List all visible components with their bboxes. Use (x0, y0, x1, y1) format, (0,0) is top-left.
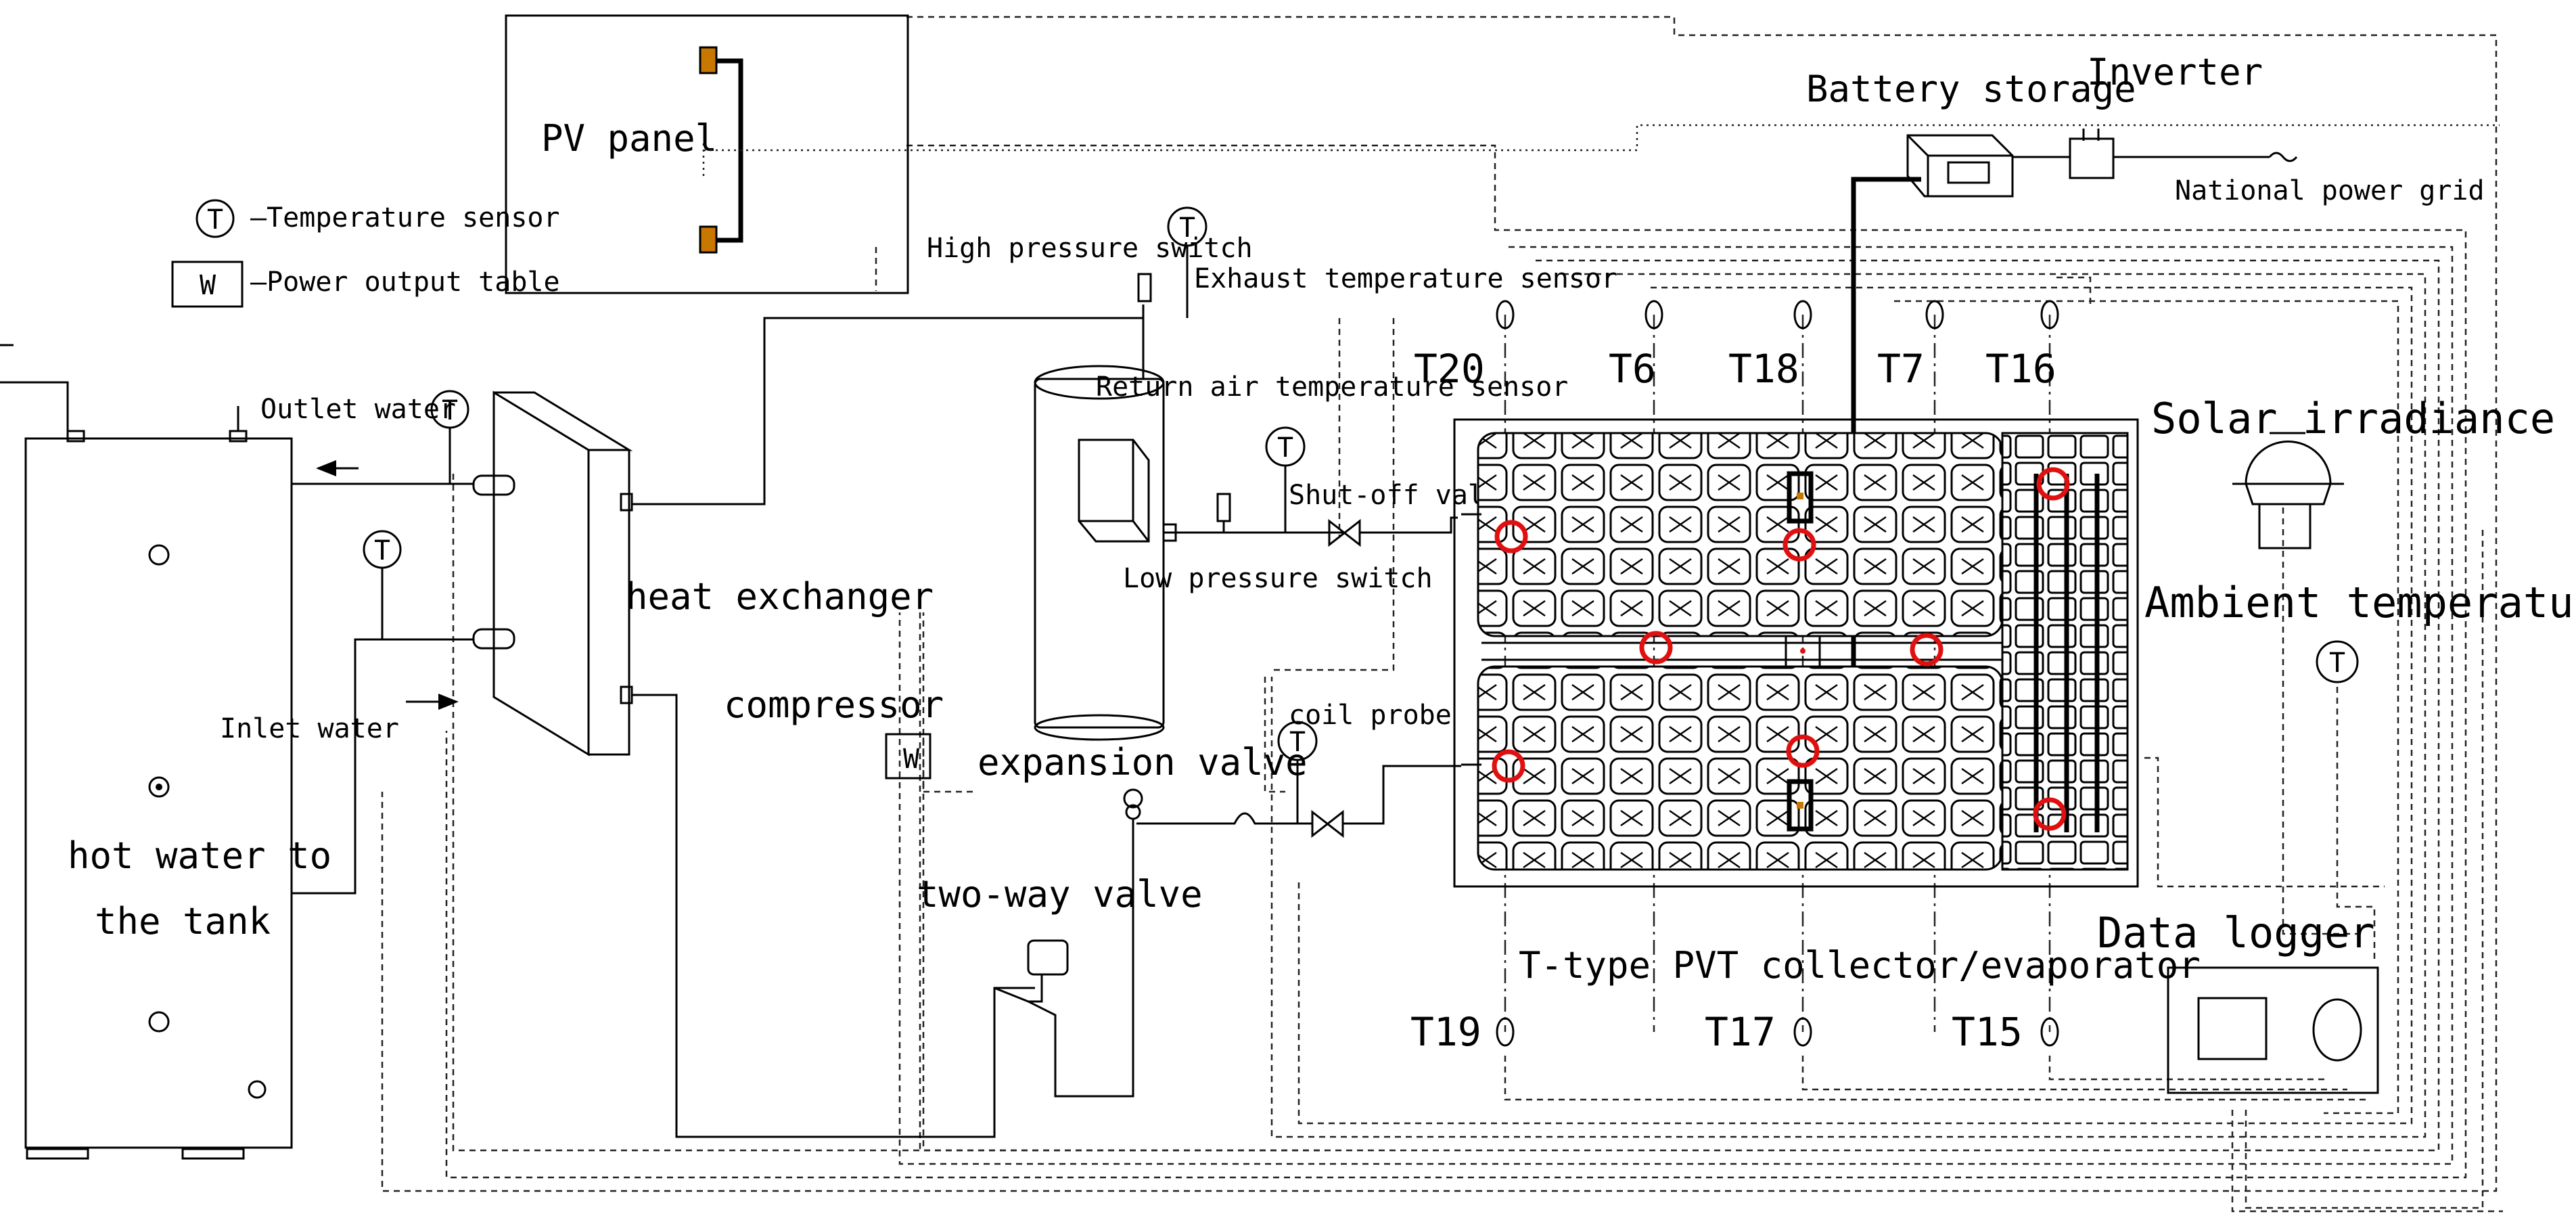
heat-exchanger-label: heat exchanger (626, 575, 934, 618)
expansion-valve-label: expansion valve (978, 741, 1308, 784)
coil-probe-temperature-sensor: T (1277, 721, 1318, 824)
legend-power-symbol: W (200, 270, 216, 301)
data-logger-box (2167, 966, 2379, 1094)
ambient-temperature-sensor: Ambient temperature T (2144, 578, 2576, 683)
battery-storage-label: Battery storage (1806, 68, 2136, 110)
thermocouple-label: T15 (1952, 1009, 2023, 1055)
probe-marker (2033, 797, 2067, 831)
data-logger-label: Data logger (2097, 908, 2375, 958)
hot-water-label-line2: the tank (95, 900, 271, 943)
ambient-temperature-label: Ambient temperature (2144, 578, 2576, 627)
high-pressure-switch-label: High pressure switch (927, 233, 1253, 264)
temperature-sensor-icon (2316, 640, 2359, 683)
thermocouple-label: T16 (1985, 346, 2056, 392)
probe-marker (1782, 528, 1816, 562)
svg-text:T: T (2329, 648, 2345, 679)
svg-text:T: T (442, 395, 458, 426)
hot-water-tank: hot water to the tank Outlet water Inlet… (0, 344, 474, 1160)
thermocouple-point: T17 (1705, 1009, 1812, 1055)
svg-text:T: T (1179, 212, 1195, 244)
thermocouple-label: T20 (1414, 346, 1485, 392)
exhaust-temperature-sensor: T (1167, 206, 1208, 318)
thermocouple-point: T18 (1728, 300, 1812, 392)
pv-panel-label: PV panel (541, 117, 717, 160)
battery-icon (1906, 134, 2014, 198)
probe-marker (1786, 734, 1820, 768)
return-air-temperature-sensor: T (1265, 426, 1306, 533)
svg-text:T: T (374, 535, 390, 566)
collector-frame (1453, 418, 2139, 888)
inverter-icon (2069, 129, 2115, 179)
legend-temperature-symbol: T (207, 204, 223, 235)
compressor-label: compressor (724, 683, 944, 726)
probe-marker (1492, 749, 1525, 783)
heat-exchanger: heat exchanger (472, 305, 1145, 1138)
thermocouple-point: T16 (1985, 300, 2059, 392)
data-logger-screen (2197, 997, 2268, 1060)
national-grid-label: National power grid (2175, 175, 2485, 206)
thermocouple-point: T15 (1952, 1009, 2059, 1055)
outlet-temperature-sensor: T (430, 390, 469, 484)
pv-panel-box (505, 14, 909, 294)
compressor: compressor Return air temperature sensor… (724, 206, 1617, 741)
svg-text:T: T (1289, 727, 1306, 758)
solar-irradiance-label: Solar irradiance sensor (2151, 394, 2576, 443)
return-air-temp-label: Return air temperature sensor (1096, 371, 1568, 403)
compressor-body (1034, 378, 1165, 729)
thermocouple-label: T6 (1609, 346, 1656, 392)
pvt-collector-label: T-type PVT collector/evaporator (1519, 944, 2201, 987)
power-meter-symbol: W (903, 744, 920, 775)
collector-lower-cells (1477, 665, 2004, 871)
data-logger: Data logger (2097, 908, 2379, 1094)
thermocouple-label: T17 (1705, 1009, 1776, 1055)
compressor-power-meter (885, 733, 932, 780)
thermocouple-label: T7 (1877, 346, 1925, 392)
low-pressure-switch-label: Low pressure switch (1123, 563, 1433, 594)
inlet-temperature-sensor: T (363, 530, 402, 639)
outlet-water-label: Outlet water (260, 394, 456, 425)
inlet-water-label: Inlet water (220, 713, 399, 744)
inverter-label: Inverter (2087, 51, 2263, 93)
data-logger-knob (2312, 998, 2362, 1062)
thermocouple-label: T18 (1728, 346, 1799, 392)
pvt-collector: T-type PVT collector/evaporator (1453, 418, 2201, 987)
legend-temperature-text: —Temperature sensor (250, 202, 560, 233)
two-way-valve: two-way valve (917, 873, 1203, 1093)
probe-marker (1910, 633, 1944, 667)
legend: T —Temperature sensor W —Power output ta… (171, 199, 560, 308)
thermocouple-point: T6 (1609, 300, 1663, 392)
collector-upper-cells (1477, 432, 2004, 637)
two-way-valve-label: two-way valve (917, 873, 1203, 916)
thermocouple-point: T19 (1410, 1009, 1515, 1055)
thermocouple-point: T20 (1414, 300, 1515, 392)
svg-text:T: T (1277, 432, 1293, 464)
thermocouple-label: T19 (1410, 1009, 1481, 1055)
probe-marker (1639, 631, 1673, 665)
coil-probe-label: coil probe (1289, 700, 1452, 731)
lower-shutoff-valve: T coil probe (1136, 700, 1461, 838)
thermocouples: T20 T6 T18 T7 T16 T19 T17 T15 (1410, 300, 2059, 1055)
tank-body (24, 437, 293, 1149)
legend-temperature-sensor: T —Temperature sensor (196, 199, 560, 238)
power-meter-icon (171, 261, 244, 308)
legend-power-output: W —Power output table (171, 261, 560, 308)
probe-marker (2036, 467, 2070, 501)
thermocouple-point: T7 (1877, 300, 1944, 392)
hot-water-label-line1: hot water to (68, 834, 331, 877)
pv-panel: PV panel (505, 14, 2500, 294)
temperature-sensor-icon (196, 199, 235, 238)
solar-irradiance-sensor: Solar irradiance sensor (2151, 394, 2576, 549)
probe-marker (1494, 520, 1528, 554)
exhaust-temp-label: Exhaust temperature sensor (1194, 263, 1617, 294)
power-electronics: Battery storage Inverter National power … (1806, 51, 2485, 794)
